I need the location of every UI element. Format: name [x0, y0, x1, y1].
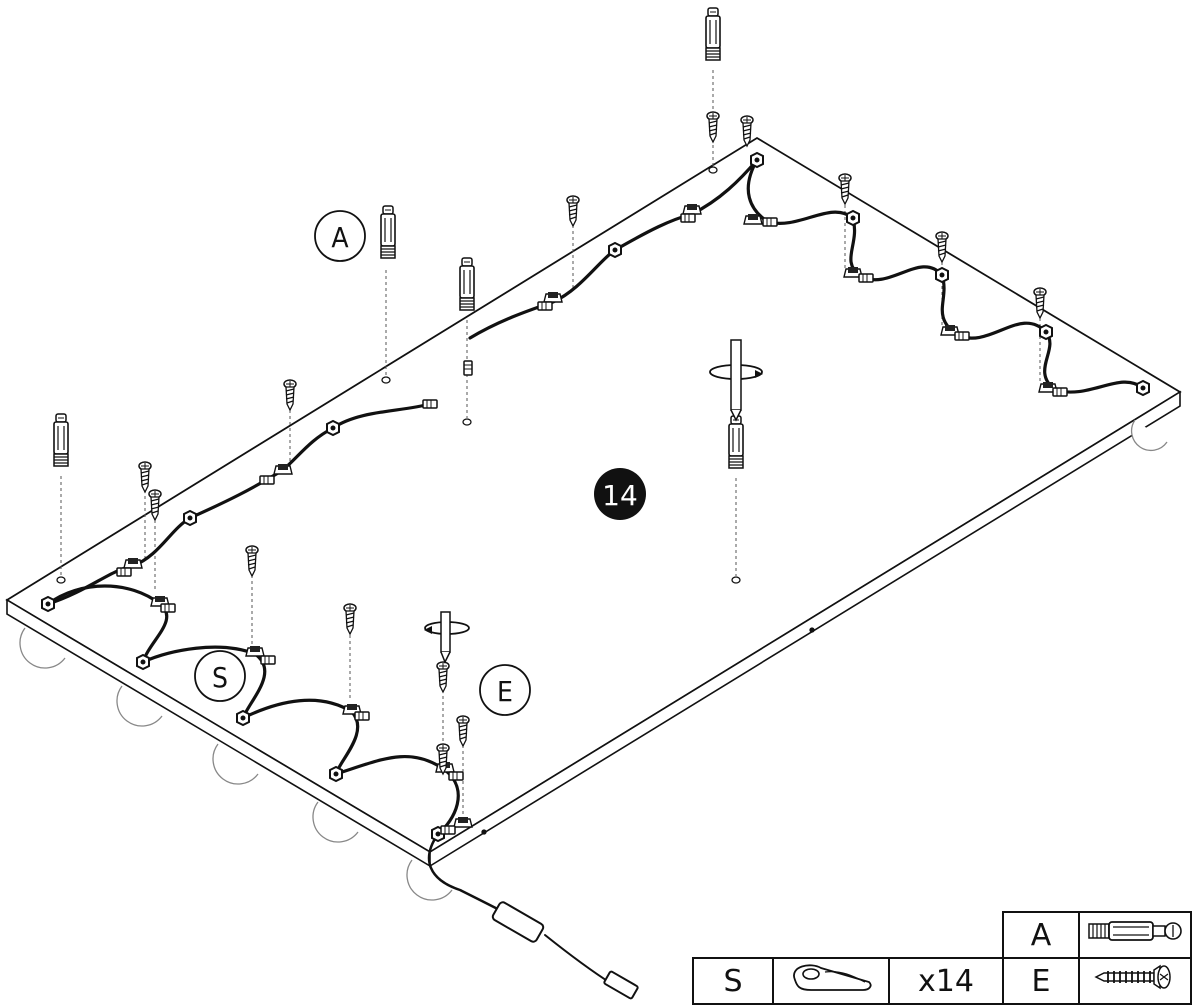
part-letter: S — [692, 957, 774, 1005]
guide-lines — [60, 70, 1041, 820]
power-adapter — [491, 901, 639, 1000]
cam-dowel-icon — [1078, 911, 1192, 959]
part-letter: E — [1002, 957, 1080, 1005]
part-letter: A — [1002, 911, 1080, 959]
screwdriver-icon — [424, 611, 470, 664]
part-quantity: x14 — [888, 957, 1004, 1005]
table-row: A — [693, 911, 1192, 959]
screwdriver-icon — [709, 339, 763, 422]
callout-e: E — [479, 664, 531, 716]
panel — [5, 136, 1182, 868]
holes — [56, 166, 815, 835]
callout-s-label: S — [212, 661, 228, 694]
parts-table: A S — [692, 911, 1192, 1005]
callout-a-label: A — [331, 221, 349, 254]
cable-clip-icon — [772, 957, 890, 1005]
callout-s: S — [194, 650, 246, 702]
led-bulbs — [19, 419, 1168, 901]
step-number: 14 — [602, 479, 638, 512]
screw-icon — [1078, 957, 1192, 1005]
step-badge: 14 — [594, 468, 646, 520]
callout-a: A — [314, 210, 366, 262]
table-row: S x14 E — [692, 957, 1192, 1005]
callout-e-label: E — [497, 675, 513, 708]
